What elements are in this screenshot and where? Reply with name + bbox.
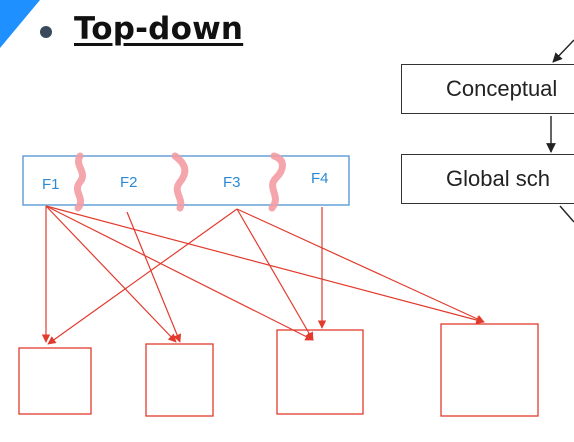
arrow-f1-box3 [45,205,314,341]
target-box-4 [440,323,539,417]
global-schema-box: Global sch [401,154,574,204]
page-title: Top-down [74,11,244,47]
bullet-point [40,26,52,38]
incoming-arrow [552,39,574,63]
arrow-f3-box1 [47,208,238,345]
function-label-f1: F1 [42,176,60,193]
arrow-f1-box2 [45,205,177,343]
arrow-f1-box4 [45,205,485,325]
conceptual-schema-box: Conceptual [401,64,574,114]
function-label-f4: F4 [311,170,329,187]
arrow-f3-box4 [236,208,485,323]
mapping-arrows [41,205,485,345]
separator-squiggle-1 [73,152,86,212]
arrow-f2-box2 [126,211,182,343]
separator-squiggle-2 [171,152,189,212]
target-box-2 [145,343,214,417]
target-box-3 [276,329,364,415]
function-label-f3: F3 [223,174,241,191]
separator-squiggle-3 [268,152,286,212]
target-box-1 [18,347,92,415]
arrow-f3-box3 [236,208,314,341]
global-outgoing-line [559,205,574,223]
function-label-f2: F2 [120,174,138,191]
